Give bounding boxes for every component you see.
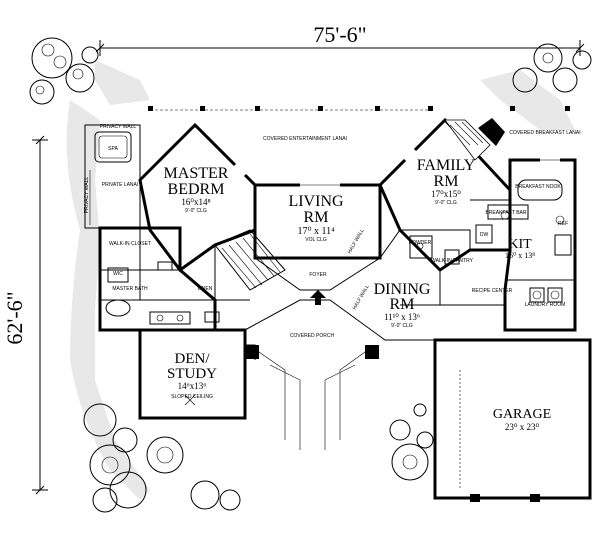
den-name-1: DEN/ (175, 351, 211, 367)
den-name-2: STUDY (167, 366, 217, 382)
garage-details (459, 370, 540, 502)
wall-openings (173, 128, 560, 187)
family-room-size: 17⁰x15⁰ (431, 189, 461, 199)
laundry-room-label: LAUNDRY ROOM (525, 302, 566, 308)
master-bedroom-size: 16⁰x14⁸ (181, 197, 210, 207)
den-ceiling: SLOPED CEILING (171, 394, 213, 400)
powder-fixtures (409, 235, 460, 265)
dining-room-size: 11¹⁰ x 13⁶ (384, 312, 420, 322)
walk-in-pantry-label: WALK-IN PANTRY (431, 258, 474, 264)
covered-porch (245, 290, 379, 450)
wic-label: WIC (113, 271, 123, 277)
recipe-center-label: RECIPE CENTER (472, 288, 513, 294)
covered-breakfast-label: COVERED BREAKFAST LANAI (509, 130, 580, 136)
tree-top-right (512, 43, 592, 93)
powder-label: POWDER (409, 240, 432, 246)
depth-dimension-line (32, 135, 48, 495)
walk-in-closet-label: WALK-IN CLOSET (109, 241, 151, 247)
lanai-outline (148, 106, 570, 111)
half-wall-label-living: HALF WALL (347, 228, 366, 255)
laundry-fixtures (529, 287, 563, 303)
family-room-name-1: FAMILY (417, 157, 476, 174)
master-bath-fixtures (105, 261, 220, 325)
dining-room-ceiling: 9'-0" CLG (391, 323, 413, 329)
breakfast-nook-label: BREAKFAST NOOK (515, 184, 561, 190)
fireplace (444, 118, 505, 161)
privacy-wall-label-side: PRIVACY WALL (84, 177, 90, 214)
master-bedroom-ceiling: 9'-0" CLG (185, 208, 207, 214)
tree-bottom-right (389, 403, 434, 481)
master-bath-label: MASTER BATH (112, 286, 148, 292)
covered-entertainment-label: COVERED ENTERTAINMENT LANAI (263, 136, 347, 142)
half-wall-label-dining: HALF WALL (352, 284, 371, 311)
depth-dimension-label: 62'-6" (2, 291, 27, 344)
foyer-label: FOYER (309, 272, 327, 278)
living-room-size: 17⁰ x 11⁴ (297, 226, 335, 237)
dining-room-name-1: DINING (374, 281, 431, 298)
private-lanai-label: PRIVATE LANAI (102, 182, 139, 188)
garage-size: 23⁰ x 23⁰ (505, 422, 540, 432)
living-room-name-1: LIVING (288, 193, 344, 210)
staircase (214, 229, 286, 291)
garage-name: GARAGE (493, 407, 551, 422)
covered-porch-label: COVERED PORCH (290, 333, 335, 339)
breakfast-bar-label: BREAKFAST BAR (485, 210, 526, 216)
dw-label: DW (480, 232, 489, 238)
dining-room-name-2: RM (390, 296, 415, 313)
living-room-name-2: RM (304, 209, 329, 226)
kitchen-size: 16⁰ x 13⁸ (505, 251, 535, 260)
family-room-name-2: RM (434, 173, 459, 190)
family-room-ceiling: 9'-0" CLG (435, 200, 457, 206)
privacy-wall-label-top: PRIVACY WALL (100, 124, 137, 130)
den-size: 14⁶x13⁶ (178, 381, 207, 391)
kitchen-fixtures (475, 179, 572, 256)
tree-left-middle (29, 79, 55, 105)
spa-label: SPA (108, 146, 118, 152)
landscape-stipple (66, 60, 575, 500)
width-dimension-line (95, 40, 585, 56)
living-room-ceiling: VOL CLG (305, 237, 327, 243)
den-ceiling-mark (184, 394, 196, 406)
master-bedroom-name-1: MASTER (164, 165, 229, 182)
tree-bottom-left (83, 403, 241, 513)
ref-label: REF (558, 221, 568, 227)
master-bedroom-name-2: BEDRM (168, 181, 225, 198)
width-dimension-label: 75'-6" (313, 22, 366, 47)
kitchen-name: KIT (508, 237, 532, 252)
interior-walls (100, 199, 575, 360)
linen-label: LINEN (198, 286, 213, 292)
tree-top-left (31, 37, 99, 93)
